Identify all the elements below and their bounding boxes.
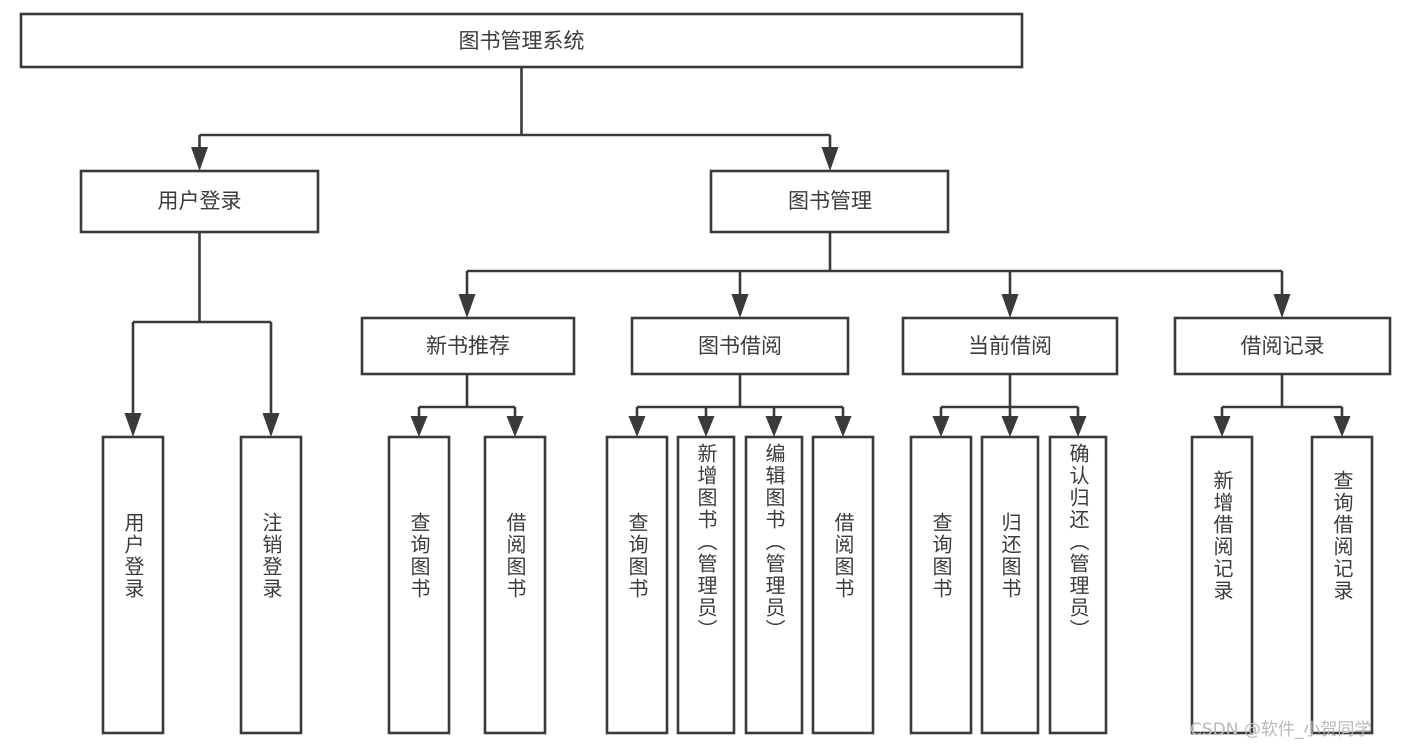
arrowhead-book-borrow bbox=[731, 294, 749, 318]
node-book-borrow[interactable] bbox=[630, 316, 850, 376]
node-leaf-query-book-c[interactable] bbox=[909, 435, 973, 735]
node-user-login[interactable] bbox=[79, 169, 320, 234]
arrowheads-group bbox=[124, 147, 1351, 437]
arrowhead-leaf-query-book-c bbox=[932, 416, 950, 437]
arrowhead-leaf-query-book-a bbox=[410, 416, 428, 437]
node-leaf-return-book[interactable] bbox=[980, 435, 1040, 735]
node-book-borrow-label: 图书借阅 bbox=[698, 334, 782, 358]
arrowhead-leaf-borrow-book-b bbox=[834, 416, 852, 437]
node-current-borrow[interactable] bbox=[901, 316, 1119, 376]
node-leaf-borrow-book-b[interactable] bbox=[811, 435, 875, 735]
arrowhead-current-borrow bbox=[1001, 294, 1019, 318]
arrowhead-leaf-add-book bbox=[697, 416, 715, 437]
node-new-book-rec-label: 新书推荐 bbox=[426, 334, 510, 358]
node-current-borrow-label: 当前借阅 bbox=[968, 334, 1052, 358]
node-borrow-record[interactable] bbox=[1173, 316, 1392, 376]
node-root-label: 图书管理系统 bbox=[459, 29, 585, 53]
node-leaf-user-login[interactable] bbox=[101, 435, 165, 735]
node-leaf-edit-book[interactable] bbox=[744, 435, 804, 735]
node-leaf-add-book[interactable] bbox=[676, 435, 736, 735]
arrowhead-borrow-record bbox=[1273, 294, 1291, 318]
node-new-book-rec[interactable] bbox=[360, 316, 576, 376]
node-user-login-label: 用户登录 bbox=[158, 189, 242, 213]
node-borrow-record-label: 借阅记录 bbox=[1241, 334, 1325, 358]
node-leaf-logout[interactable] bbox=[239, 435, 303, 735]
arrowhead-leaf-user-login bbox=[124, 413, 142, 437]
arrowhead-book-manage bbox=[821, 147, 839, 171]
node-leaf-query-book-a[interactable] bbox=[387, 435, 451, 735]
csdn-watermark: CSDN @软件_小贺同学 bbox=[1190, 720, 1372, 740]
node-leaf-borrow-book-a[interactable] bbox=[483, 435, 547, 735]
arrowhead-leaf-confirm-return bbox=[1069, 416, 1087, 437]
node-book-manage[interactable] bbox=[709, 169, 950, 234]
arrowhead-leaf-logout bbox=[262, 413, 280, 437]
node-leaf-add-record[interactable] bbox=[1190, 435, 1254, 735]
arrowhead-leaf-return-book bbox=[1001, 416, 1019, 437]
arrowhead-leaf-query-record bbox=[1333, 416, 1351, 437]
node-book-manage-label: 图书管理 bbox=[788, 189, 872, 213]
arrowhead-leaf-edit-book bbox=[765, 416, 783, 437]
nodes-group: 图书管理系统 用户登录 图书管理 新书推荐 图书借阅 当前借阅 借阅记录 bbox=[19, 12, 1392, 735]
arrowhead-leaf-add-record bbox=[1213, 416, 1231, 437]
node-leaf-query-book-b[interactable] bbox=[605, 435, 669, 735]
arrowhead-new-book-rec bbox=[458, 294, 476, 318]
node-root[interactable] bbox=[19, 12, 1024, 69]
node-leaf-confirm-return[interactable] bbox=[1048, 435, 1108, 735]
arrowhead-user-login bbox=[191, 147, 208, 171]
node-leaf-query-record[interactable] bbox=[1310, 435, 1374, 735]
arrowhead-leaf-borrow-book-a bbox=[506, 416, 524, 437]
arrowhead-leaf-query-book-b bbox=[628, 416, 646, 437]
